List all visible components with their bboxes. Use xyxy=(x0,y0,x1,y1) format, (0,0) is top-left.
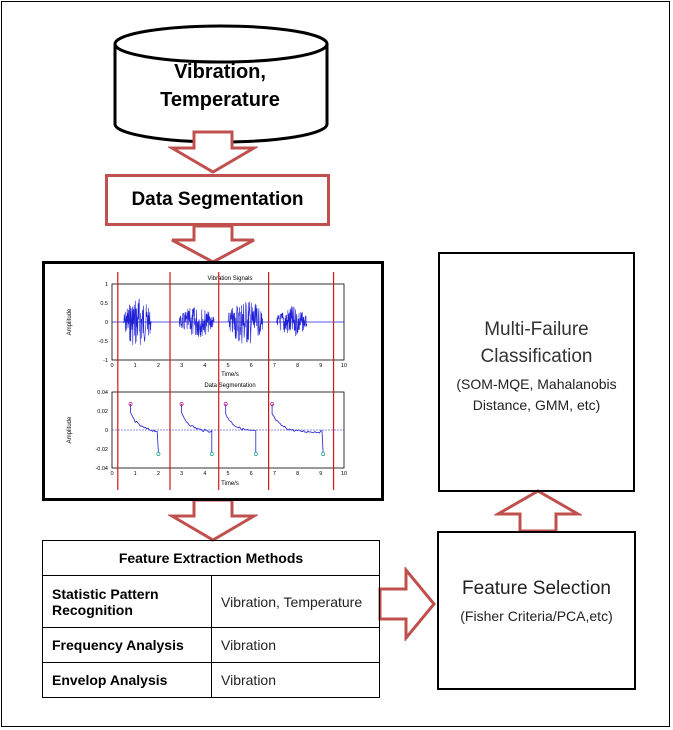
feature-selection-methods: (Fisher Criteria/PCA,etc) xyxy=(460,608,613,624)
data-segmentation-box: Data Segmentation xyxy=(105,174,330,226)
tick-label: 0.02 xyxy=(97,409,108,415)
database-label-line2: Temperature xyxy=(160,89,280,111)
plot-top-title: Vibration Signals xyxy=(208,276,253,282)
segment-start-marker xyxy=(128,402,133,406)
segment-start-marker xyxy=(179,402,184,406)
plot-bottom-yticks: 0.04 0.02 0 -0.02 -0.04 xyxy=(95,390,108,472)
signal-burst xyxy=(179,307,215,338)
segmentation-plot-panel: Vibration Signals 1 0.5 0 -0.5 -1 0 1 2 3 4 5 6 7 8 9… xyxy=(42,261,384,501)
tick-label: 9 xyxy=(319,363,322,369)
tick-label: 2 xyxy=(157,471,160,477)
tick-label: 1 xyxy=(134,471,137,477)
segment-trace xyxy=(181,404,213,452)
tick-label: -0.04 xyxy=(95,466,108,472)
tick-label: 10 xyxy=(341,363,347,369)
signal-burst xyxy=(123,298,152,346)
table-row: Envelop Analysis Vibration xyxy=(42,662,380,698)
tick-label: 3 xyxy=(180,471,183,477)
arrow-extraction-to-selection xyxy=(378,567,436,641)
feature-extraction-header: Feature Extraction Methods xyxy=(42,540,380,576)
tick-label: 5 xyxy=(226,471,229,477)
tick-label: 10 xyxy=(341,471,347,477)
plot-top-xticks: 0 1 2 3 4 5 6 7 8 9 10 xyxy=(110,363,347,369)
method-cell: Envelop Analysis xyxy=(42,662,212,698)
segment-end-marker xyxy=(253,452,258,456)
plot-top-signal xyxy=(112,298,344,346)
tick-label: 0 xyxy=(105,428,108,434)
method-cell: Frequency Analysis xyxy=(42,627,212,663)
classification-box: Multi-Failure Classification (SOM-MQE, M… xyxy=(438,252,635,492)
plot-top-ylabel: Amplitude xyxy=(67,308,73,335)
database-cylinder xyxy=(113,24,329,144)
tick-label: 7 xyxy=(273,471,276,477)
plot-bottom-ylabel: Amplitude xyxy=(67,416,73,443)
arrow-db-to-segmentation xyxy=(168,130,258,174)
signal-cell: Vibration xyxy=(211,662,380,698)
tick-label: 4 xyxy=(203,471,206,477)
segment-end-marker xyxy=(156,452,161,456)
plot-bottom-signal xyxy=(112,402,344,456)
classification-title: Multi-Failure Classification xyxy=(480,319,593,367)
tick-label: 8 xyxy=(296,363,299,369)
segment-start-marker xyxy=(270,402,275,406)
tick-label: 6 xyxy=(250,471,253,477)
feature-extraction-table: Feature Extraction Methods Statistic Pat… xyxy=(42,540,380,698)
plot-bottom-title: Data Segmentation xyxy=(204,383,255,389)
arrow-selection-to-classification xyxy=(494,489,582,533)
tick-label: 0 xyxy=(105,320,108,326)
segment-start-marker xyxy=(223,402,228,406)
tick-label: 5 xyxy=(226,363,229,369)
segment-dividers xyxy=(117,272,335,490)
tick-label: 0 xyxy=(110,471,113,477)
segment-end-marker xyxy=(209,452,214,456)
database-label-line1: Vibration, xyxy=(174,61,266,83)
tick-label: 4 xyxy=(203,363,206,369)
tick-label: 0.04 xyxy=(97,390,108,396)
database-label: Vibration, Temperature xyxy=(118,58,322,114)
tick-label: 6 xyxy=(250,363,253,369)
feature-selection-box: Feature Selection (Fisher Criteria/PCA,e… xyxy=(437,531,636,690)
plot-bottom-xticks: 0 1 2 3 4 5 6 7 8 9 10 xyxy=(110,471,347,477)
tick-label: -0.02 xyxy=(95,447,108,453)
table-header-row: Feature Extraction Methods xyxy=(42,540,380,576)
table-row: Frequency Analysis Vibration xyxy=(42,627,380,663)
tick-label: 3 xyxy=(180,363,183,369)
tick-label: 7 xyxy=(273,363,276,369)
tick-label: 1 xyxy=(134,363,137,369)
classification-methods: (SOM-MQE, Mahalanobis Distance, GMM, etc… xyxy=(456,376,617,413)
method-cell: Statistic Pattern Recognition xyxy=(42,575,212,628)
tick-label: 0 xyxy=(110,363,113,369)
segment-trace xyxy=(271,404,324,453)
signal-cell: Vibration, Temperature xyxy=(211,575,380,628)
tick-label: -1 xyxy=(103,358,108,364)
plot-bottom-xlabel: Time/s xyxy=(221,481,239,487)
segmentation-plot: Vibration Signals 1 0.5 0 -0.5 -1 0 1 2 3 4 5 6 7 8 9… xyxy=(67,272,347,490)
arrow-segmentation-to-plot xyxy=(171,224,255,264)
segment-trace xyxy=(225,404,257,452)
tick-label: 1 xyxy=(105,282,108,288)
tick-label: -0.5 xyxy=(99,339,108,345)
arrow-plot-to-extraction xyxy=(168,498,258,542)
tick-label: 2 xyxy=(157,363,160,369)
table-row: Statistic Pattern Recognition Vibration,… xyxy=(42,575,380,628)
segment-end-marker xyxy=(321,452,326,456)
plot-top-yticks: 1 0.5 0 -0.5 -1 xyxy=(99,282,108,364)
signal-cell: Vibration xyxy=(211,627,380,663)
feature-selection-title: Feature Selection xyxy=(462,578,611,599)
tick-label: 9 xyxy=(319,471,322,477)
segment-trace xyxy=(130,404,159,453)
tick-label: 0.5 xyxy=(100,301,108,307)
signal-burst xyxy=(227,301,264,344)
tick-label: 8 xyxy=(296,471,299,477)
signal-burst xyxy=(276,305,308,337)
plot-top-xlabel: Time/s xyxy=(221,372,239,378)
data-segmentation-label: Data Segmentation xyxy=(131,189,304,210)
